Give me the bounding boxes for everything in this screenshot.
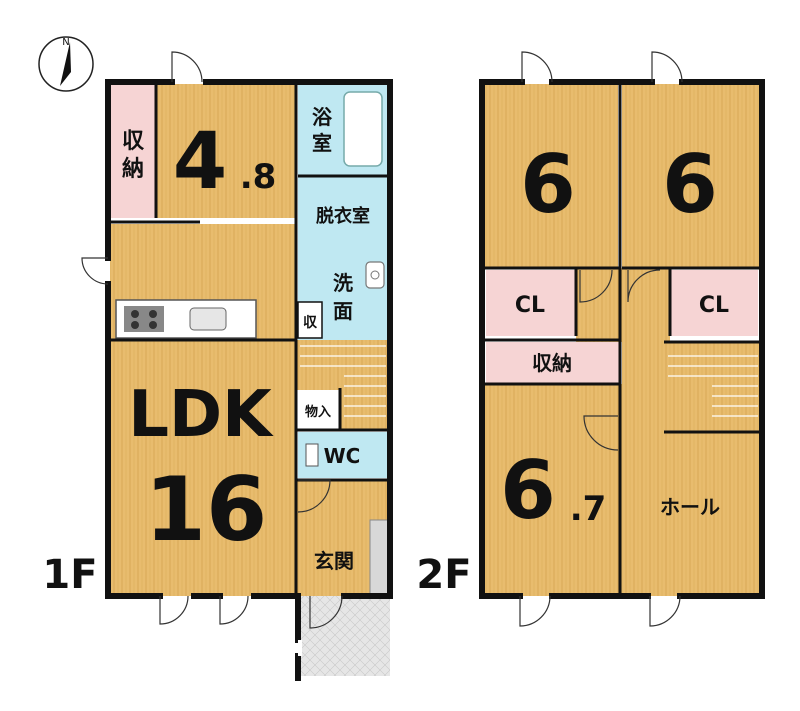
room-4-8-main: 4	[173, 117, 227, 207]
cl-left	[486, 270, 576, 336]
storage-small-label: 収	[303, 314, 318, 331]
wc-label: WC	[324, 444, 361, 468]
wash-label-1: 洗	[333, 271, 353, 295]
storage-small	[297, 301, 323, 339]
compass: N	[38, 36, 94, 92]
ldk-label: LDK	[128, 378, 274, 452]
room-6-b-label: 6	[662, 138, 718, 231]
closet-label: 物入	[305, 404, 331, 420]
wash-label-2: 面	[333, 299, 353, 323]
wash-sink	[365, 261, 385, 289]
closet-monoire	[296, 390, 340, 430]
cl-left-label: CL	[515, 293, 545, 318]
floor-2-label: 2F	[416, 552, 471, 598]
hall-label: ホール	[660, 495, 720, 519]
storage-2f-label: 収納	[532, 351, 572, 375]
cl-right-label: CL	[699, 293, 729, 318]
corridor-2f	[576, 268, 670, 342]
bath-label-1: 浴	[312, 105, 333, 129]
ldk-size: 16	[145, 458, 267, 561]
room-ldk	[110, 224, 296, 596]
floor-1-label: 1F	[42, 552, 97, 598]
storage-left	[110, 84, 156, 218]
compass-north-label: N	[62, 37, 69, 48]
dressing-label: 脱衣室	[316, 205, 370, 227]
porch	[298, 596, 390, 676]
bathtub	[343, 91, 383, 167]
room-6-a-label: 6	[520, 138, 576, 231]
storage-2f	[486, 342, 620, 384]
storage-left-label-2: 納	[122, 156, 144, 182]
floor-1: 収 納 4 .8 浴 室 脱衣室 洗 面 収 LDK 16 物入 WC 玄関 1…	[42, 51, 393, 681]
room-6-7	[484, 384, 622, 596]
entrance-label: 玄関	[314, 549, 354, 573]
room-4-8	[156, 84, 296, 218]
bath-label-2: 室	[312, 131, 332, 155]
room-6-b	[622, 84, 760, 268]
floor-2: 6 6 CL CL 収納 6 .7 ホール 2F	[416, 51, 765, 627]
room-6-7-frac: .7	[570, 489, 607, 529]
cl-right	[670, 270, 758, 336]
storage-left-label-1: 収	[122, 129, 145, 154]
room-6-7-main: 6	[500, 444, 556, 537]
room-4-8-frac: .8	[240, 157, 277, 197]
room-6-a	[484, 84, 618, 268]
